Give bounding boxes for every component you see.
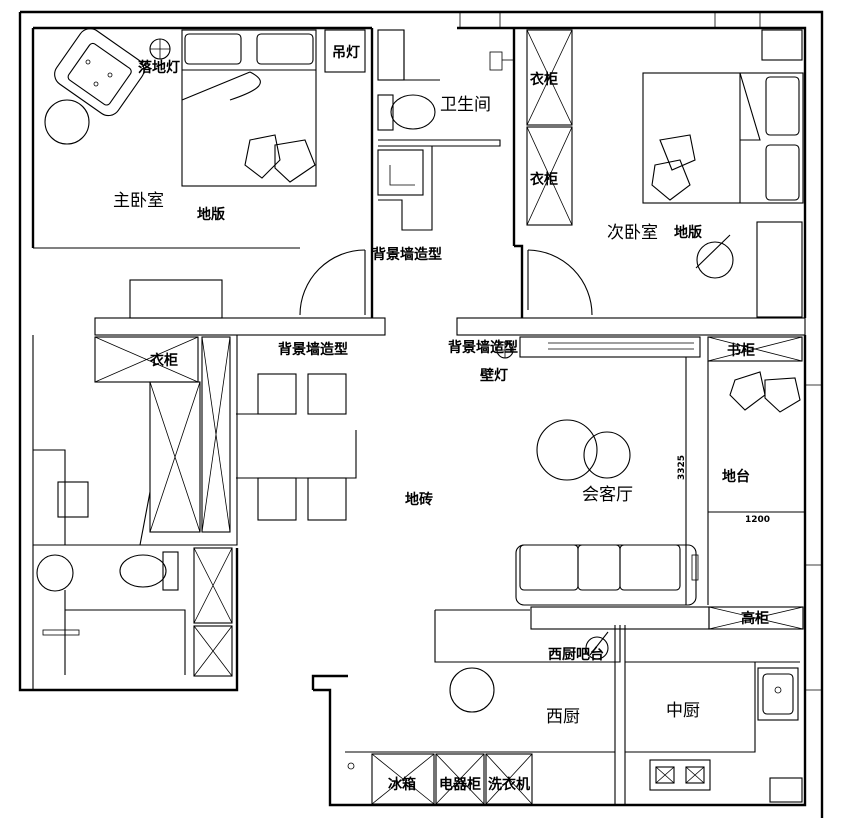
appliance-cabinet-label: 电器柜 [439,776,481,793]
bathroom-label: 卫生间 [440,95,491,115]
tall-cabinet-label: 高柜 [741,610,769,627]
toilet-icon [377,94,436,131]
wardrobe-label-3: 衣柜 [150,352,178,369]
kitchens [345,606,804,805]
labels: 落地灯 吊灯 主卧室 地版 卫生间 背景墙造型 衣柜 衣柜 次卧室 地版 背景墙… [113,44,770,793]
wall-lamp-label: 壁灯 [480,367,508,384]
appliance-cabinet-icon [435,753,485,805]
master-bedroom [44,28,366,319]
side-table-icon [44,99,90,145]
width-dimension: 1200 [745,515,770,525]
stove-icon [649,759,711,791]
sofa-icon [515,544,699,606]
wardrobe-label-1: 衣柜 [530,71,558,88]
top-wardrobe [526,29,573,226]
bathroom [377,29,514,231]
platform-label: 地台 [722,468,750,485]
bed-icon [181,29,317,187]
washer-icon [485,753,533,805]
second-floor-label: 地版 [674,224,702,241]
left-bathroom [36,547,233,677]
feature-wall-label-3: 背景墙造型 [448,339,518,356]
living-floor-label: 地砖 [405,491,433,508]
second-bedroom [527,29,804,318]
walls [18,10,824,818]
height-dimension: 3325 [677,455,687,480]
armchair-icon [54,28,145,117]
dining-set [236,373,357,521]
fridge-label: 冰箱 [388,776,416,793]
round-table-icon [449,667,495,713]
study-area [707,336,805,605]
feature-wall-label-2: 背景墙造型 [278,341,348,358]
bar-stool-icon [585,631,609,660]
toilet-icon [119,551,179,591]
washer-label: 洗衣机 [488,776,530,793]
floor-lamp-label: 落地灯 [138,59,180,76]
master-floor-label: 地版 [197,206,225,223]
left-wardrobe [33,336,231,546]
second-door-icon [527,249,593,316]
bookcase-label: 书柜 [727,342,755,359]
master-door-icon [299,249,366,316]
floor-lamp-icon [149,38,171,60]
bed-icon [642,72,804,204]
pendant-lamp-icon [324,29,366,73]
wall-lamp-icon [496,341,514,359]
fridge-icon [371,753,435,805]
second-bedroom-label: 次卧室 [607,223,658,243]
chinese-kitchen-label: 中厨 [666,701,700,721]
sink-icon [757,667,799,721]
bar-counter-label: 西厨吧台 [548,646,604,663]
chair-icon [695,234,734,279]
wardrobe-label-2: 衣柜 [530,171,558,188]
pendant-lamp-label: 吊灯 [332,44,360,61]
feature-wall-label-1: 背景墙造型 [372,246,442,263]
living-room [496,336,701,606]
western-kitchen-label: 西厨 [546,707,580,727]
living-room-label: 会客厅 [582,485,633,505]
coffee-table-icon [536,419,631,481]
master-bedroom-label: 主卧室 [113,191,164,211]
